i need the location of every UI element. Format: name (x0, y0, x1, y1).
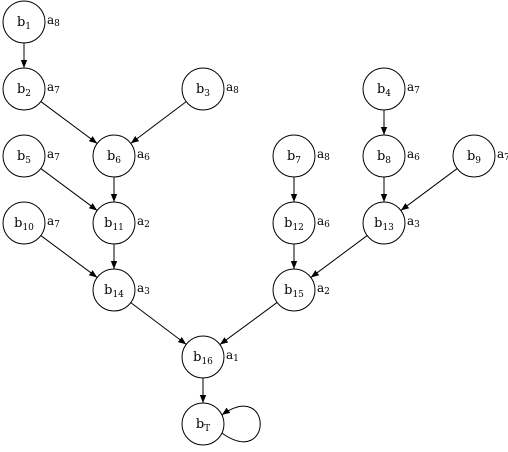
edge-b15-b16 (219, 302, 278, 345)
edge-b14-b16 (130, 302, 187, 345)
node-circle (272, 134, 316, 178)
node-annotation: a7 (407, 80, 420, 96)
edge-b3-b6 (130, 101, 187, 144)
node-annotation: a8 (47, 13, 60, 29)
edges-layer (20, 43, 458, 443)
node-circle (2, 134, 46, 178)
node-label: b10 (14, 216, 34, 233)
node-circle (92, 268, 136, 312)
node-label: b7 (287, 149, 301, 166)
node-circle (272, 268, 316, 312)
node-label: b8 (377, 149, 391, 166)
node-b6: b6 a6 (92, 134, 150, 178)
node-b1: b1 a8 (2, 0, 60, 44)
node-label: b11 (104, 216, 124, 233)
node-circle (2, 201, 46, 245)
node-label: b3 (196, 82, 210, 99)
node-circle (181, 335, 225, 379)
node-b14: b14 a3 (92, 268, 150, 312)
node-b7: b7 a8 (272, 134, 330, 178)
edge-bT-bT (221, 405, 261, 443)
node-b10: b10 a7 (2, 201, 60, 245)
node-circle (362, 67, 406, 111)
node-b2: b2 a7 (2, 67, 60, 111)
node-annotation: a3 (407, 214, 420, 230)
node-annotation: a7 (497, 147, 508, 163)
node-circle (362, 134, 406, 178)
node-annotation: a3 (137, 281, 150, 297)
edge-b9-b13 (400, 168, 458, 211)
node-annotation: a2 (137, 214, 150, 230)
node-b13: b13 a3 (362, 201, 420, 245)
node-annotation: a6 (407, 147, 420, 163)
edge-b2-b6 (40, 101, 98, 144)
node-circle (2, 0, 46, 44)
node-annotation: a8 (317, 147, 330, 163)
node-label: b14 (104, 283, 124, 300)
node-b16: b16 a1 (181, 335, 239, 379)
node-label: b15 (284, 283, 304, 300)
node-circle (272, 201, 316, 245)
node-b8: b8 a6 (362, 134, 420, 178)
node-annotation: a6 (137, 147, 150, 163)
node-label: b4 (377, 82, 391, 99)
node-label: b2 (17, 82, 31, 99)
node-annotation: a2 (317, 281, 330, 297)
node-b15: b15 a2 (272, 268, 330, 312)
node-b11: b11 a2 (92, 201, 150, 245)
node-annotation: a7 (47, 214, 60, 230)
edge-b10-b14 (40, 235, 98, 278)
node-annotation: a6 (317, 214, 330, 230)
node-circle (452, 134, 496, 178)
node-label: b9 (467, 149, 481, 166)
node-b4: b4 a7 (362, 67, 420, 111)
node-label: b5 (17, 149, 31, 166)
node-bT: bT (181, 402, 225, 446)
node-label: b6 (107, 149, 121, 166)
node-b3: b3 a8 (181, 67, 239, 111)
node-label: b1 (17, 15, 31, 32)
node-annotation: a8 (226, 80, 239, 96)
node-circle (2, 67, 46, 111)
node-b9: b9 a7 (452, 134, 508, 178)
node-circle (181, 402, 225, 446)
node-circle (181, 67, 225, 111)
node-b12: b12 a6 (272, 201, 330, 245)
node-label: b16 (193, 350, 213, 367)
edge-b13-b15 (310, 235, 368, 278)
node-label: b13 (374, 216, 394, 233)
node-annotation: a1 (226, 348, 239, 364)
node-label: bT (196, 417, 210, 434)
node-label: b12 (284, 216, 304, 233)
node-circle (362, 201, 406, 245)
edge-b5-b11 (40, 168, 98, 211)
node-annotation: a7 (47, 147, 60, 163)
node-circle (92, 201, 136, 245)
node-annotation: a7 (47, 80, 60, 96)
node-circle (92, 134, 136, 178)
node-b5: b5 a7 (2, 134, 60, 178)
